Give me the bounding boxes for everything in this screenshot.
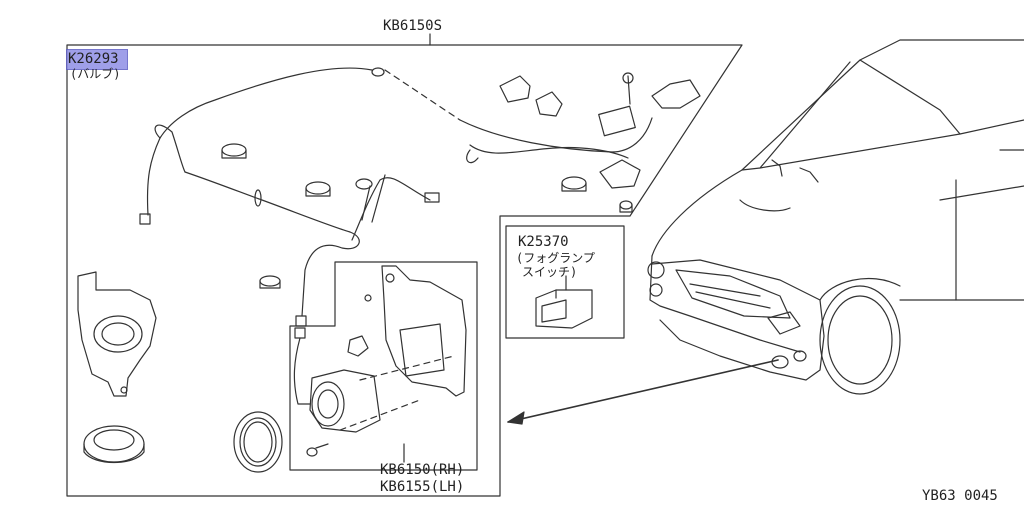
part-name-bulb: (バルブ) xyxy=(70,67,121,81)
wiring-harness xyxy=(139,67,653,327)
grommet xyxy=(83,425,145,463)
part-label-bulb[interactable]: K26293 xyxy=(68,51,119,67)
part-label-fog-lamp-lh[interactable]: KB6155(LH) xyxy=(380,479,465,495)
relay-and-connectors xyxy=(499,72,701,213)
part-label-harness[interactable]: KB6150S xyxy=(383,18,443,34)
part-label-fog-lamp-rh[interactable]: KB6150(RH) xyxy=(380,462,465,478)
part-name-fog-switch-line2: スイッチ) xyxy=(522,265,578,279)
location-arrow-line xyxy=(507,359,779,423)
part-label-fog-switch[interactable]: K25370 xyxy=(518,234,569,250)
vehicle-drawing xyxy=(647,39,1024,395)
lens-ring xyxy=(233,411,283,473)
fog-switch xyxy=(535,275,593,329)
harness-clips xyxy=(221,143,587,289)
location-arrow-head xyxy=(507,411,525,425)
lamp-bracket xyxy=(347,265,467,397)
lamp-assembly-panel xyxy=(289,261,478,471)
main-panel-outline xyxy=(66,44,743,497)
selected-part-highlight xyxy=(66,49,128,70)
fog-lamp xyxy=(293,327,455,457)
fog-switch-box xyxy=(505,225,625,339)
diagram-id: YB63 0045 xyxy=(922,488,998,504)
bracket-plate xyxy=(77,271,157,397)
part-name-fog-switch-line1: (フォグランプ xyxy=(516,251,595,265)
